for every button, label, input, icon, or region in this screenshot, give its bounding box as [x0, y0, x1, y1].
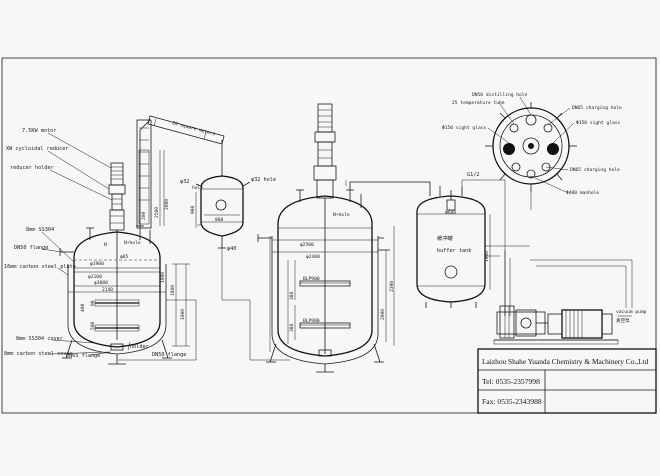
label-nozzle-2: N+hole [333, 212, 350, 218]
label-2000: 2000 [380, 309, 386, 320]
label-2300: 2300 [389, 281, 395, 292]
vacuum-pump [493, 305, 632, 345]
motor-body [110, 162, 124, 186]
label-cond-200: 200 [141, 211, 147, 220]
label-sight-left: Φ150 sight glass [442, 125, 486, 131]
title-fax: Fax: 0535-2343988 [482, 397, 542, 406]
receiver-sight-glass [215, 199, 227, 211]
label-receiver-hole-left: φ32 [180, 179, 189, 185]
label-cond-2080: 2080 [164, 199, 170, 210]
buffer-tank-shell [416, 195, 486, 303]
label-receiver-outlet: φ40 [227, 246, 236, 252]
label-500: 500 [90, 321, 96, 330]
label-reducer: XW cycloidal reducer [6, 146, 68, 152]
label-buffer-code: G1/2 [467, 172, 480, 178]
label-buffer-h: 1900 [484, 251, 490, 262]
label-d2400: φ2400 [306, 254, 320, 260]
label-buffer-top: Ф600 [445, 210, 456, 216]
label-flange-bottom: DN65 flange [66, 353, 100, 359]
condenser [136, 115, 225, 229]
reducer-holder [111, 193, 123, 211]
label-90: 90 [90, 300, 96, 306]
label-380a: 380 [289, 291, 295, 300]
label-charging-top: DN65 charging hole [572, 105, 622, 111]
reactor-1-shell [73, 231, 161, 348]
reactor-2 [257, 103, 395, 373]
label-sight-right: Φ150 sight glass [576, 120, 620, 126]
label-receiver-hole-right: φ32 hole [251, 177, 276, 183]
label-receiver-w: 860 [215, 217, 224, 223]
label-buffer-cn: 缓冲罐 [437, 234, 453, 242]
label-bottom-outer: 8mm carbon steel cover [4, 351, 73, 357]
label-jacket-plate: 16mm carbon steel plate [4, 264, 76, 270]
label-380b: 380 [289, 323, 295, 332]
reactor-1 [41, 132, 190, 365]
label-distilling: DN50 distilling hole [472, 92, 528, 98]
top-view [485, 96, 577, 210]
title-tel: Tel: 0535-2357998 [482, 377, 540, 386]
reactor-2-shell [277, 195, 373, 357]
label-condenser: 20 square meters [171, 120, 216, 137]
label-holder: holder [130, 344, 149, 350]
buffer-tank [416, 179, 506, 308]
receiver-shell [200, 175, 244, 237]
label-charging-bottom: DN65 charging hole [570, 167, 620, 173]
label-d1900: φ1900 [90, 261, 104, 267]
label-blade-1: BLP900 [303, 276, 320, 282]
label-flange-top: DN50 flange [14, 245, 48, 251]
label-buffer-name: buffer tank [437, 248, 472, 254]
label-temperature: 25 temperature tube [452, 100, 505, 106]
title-block [477, 348, 657, 414]
label-blade-2: BLP900 [303, 318, 320, 324]
label-nozzle-1: N+hole [124, 240, 141, 246]
vapor-pipe-1 [139, 119, 151, 226]
label-manhole: Φ400 manhole [566, 190, 599, 196]
label-flange-outlet: DN50 flange [152, 352, 186, 358]
label-2140: 2140 [102, 287, 113, 293]
label-receiver-h: 900 [190, 205, 196, 214]
label-receiver-hole-left-text: hole [192, 185, 203, 191]
label-sightglass: N [104, 242, 107, 248]
label-1000b: 1000 [160, 272, 166, 283]
label-d65: φ65 [120, 254, 129, 260]
drawing-border [1, 57, 657, 414]
label-motor: 7.5KW motor [22, 128, 56, 134]
label-400: 400 [80, 303, 86, 312]
label-d2100: φ2100 [88, 274, 102, 280]
label-1000a: 1000 [180, 309, 186, 320]
label-bottom-inner: 8mm SS304 cover [16, 336, 63, 342]
receiver [195, 175, 251, 249]
buffer-sight-glass [444, 265, 458, 279]
label-shell: 8mm SS304 [26, 227, 54, 233]
title-company: Laizhou Shahe Yuanda Chemistry & Machine… [482, 357, 649, 366]
label-vacuum-pump-cn: 真空泵 [616, 317, 630, 324]
label-reducer-holder: reducer holder [10, 165, 54, 171]
label-1800: 1800 [170, 285, 176, 296]
reducer-body [108, 184, 126, 195]
label-cond-2500: 2500 [154, 207, 160, 218]
label-d2500: φ2500 [300, 242, 314, 248]
vapor-pipe-2 [349, 181, 431, 196]
label-vacuum-pump: vacuum pump [616, 310, 647, 315]
label-d3080: φ3080 [94, 280, 108, 286]
